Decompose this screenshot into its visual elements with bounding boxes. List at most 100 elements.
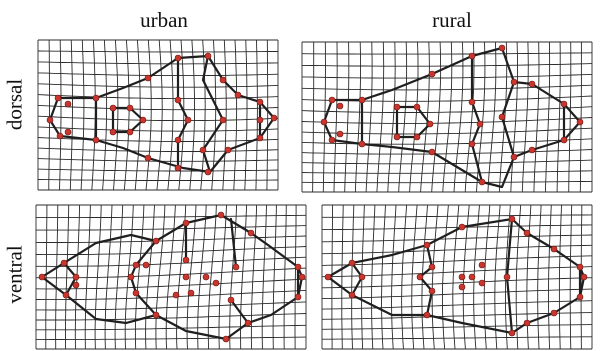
grid-line-vertical [548, 204, 552, 350]
landmark-dot [498, 113, 506, 121]
landmark-dot [187, 289, 195, 297]
landmark-dot [393, 133, 401, 141]
grid-line-horizontal [36, 225, 307, 231]
landmark-dot [174, 136, 182, 144]
landmark-dot [336, 102, 344, 110]
grid-line-vertical [266, 39, 269, 191]
landmark-dot [109, 128, 117, 136]
grid-line-vertical [189, 39, 195, 191]
landmark-dot [227, 296, 235, 304]
landmark-dot [152, 311, 160, 319]
landmark-dot [182, 219, 190, 227]
grid-line-vertical [65, 204, 70, 350]
grid-line-vertical [312, 42, 315, 193]
grid-line-horizontal [321, 288, 593, 300]
grid-line-vertical [94, 204, 102, 350]
landmark-dot [64, 128, 72, 136]
grid-line-horizontal [321, 300, 593, 310]
grid-line-vertical [537, 204, 542, 350]
grid-line-vertical [283, 204, 287, 350]
panel-rural-dorsal [301, 41, 593, 193]
grid-line-horizontal [36, 324, 307, 331]
panel-rural-ventral [321, 204, 593, 350]
landmark-dot [358, 96, 366, 104]
grid-line-horizontal [321, 244, 593, 255]
landmark-dot [328, 136, 336, 144]
grid-line-vertical [331, 204, 334, 349]
grid-line-vertical [510, 41, 518, 193]
landmark-dot [232, 263, 240, 271]
landmark-dot [92, 136, 100, 144]
landmark-dot [244, 319, 252, 327]
landmark-dot [503, 273, 511, 281]
grid-line-vertical [409, 41, 419, 193]
landmark-dot [199, 146, 207, 154]
landmark-dot [428, 263, 436, 271]
grid-line-vertical [113, 39, 119, 191]
column-label-urban: urban [140, 8, 188, 32]
landmark-dot [64, 100, 72, 108]
landmark-dot [328, 96, 336, 104]
grid-line-horizontal [322, 214, 593, 218]
grid-line-horizontal [301, 117, 593, 124]
row-label-ventral: ventral [2, 245, 27, 304]
grid-line-vertical [45, 205, 48, 349]
grid-line-horizontal [36, 301, 307, 311]
grid-line-horizontal [301, 106, 593, 113]
grid-line-horizontal [321, 312, 593, 320]
landmark-dot [204, 52, 212, 60]
grid-line-horizontal [321, 255, 593, 266]
landmark-dot [132, 289, 140, 297]
landmark-dot [576, 263, 584, 271]
grid-line-horizontal [36, 313, 307, 321]
landmark-dot [132, 261, 140, 269]
landmark-dot [56, 132, 64, 140]
landmark-dot [46, 116, 54, 124]
grid-line-vertical [218, 204, 227, 350]
grid-line-horizontal [35, 235, 307, 243]
row-label-dorsal: dorsal [2, 78, 27, 131]
landmark-dot [219, 76, 227, 84]
grid-line-vertical [102, 39, 108, 191]
landmark-dot [152, 237, 160, 245]
grid-line-horizontal [35, 278, 307, 290]
landmark-dot [523, 319, 531, 327]
landmark-dot [294, 263, 302, 271]
deformation-grid [321, 204, 593, 350]
grid-line-horizontal [37, 50, 278, 53]
deformation-grid [37, 39, 279, 191]
landmarks [38, 211, 306, 343]
landmark-dot [560, 136, 568, 144]
grid-line-vertical [134, 204, 145, 350]
grid-line-vertical [401, 204, 408, 350]
grid-line-vertical [441, 204, 449, 350]
grid-line-vertical [261, 204, 267, 350]
landmark-dot [174, 54, 182, 62]
landmark-dot [60, 259, 68, 267]
grid-line-vertical [145, 204, 155, 350]
landmark-dot [270, 114, 278, 122]
landmark-dot [478, 261, 486, 269]
grid-line-vertical [244, 39, 248, 191]
landmark-dot [298, 273, 306, 281]
grid-line-vertical [494, 204, 501, 350]
grid-line-horizontal [37, 72, 279, 77]
grid-line-horizontal [36, 336, 307, 340]
grid-line-horizontal [37, 61, 279, 65]
landmark-dot [109, 104, 117, 112]
landmark-dot [184, 116, 192, 124]
landmark-dot [423, 241, 431, 249]
grid-line-horizontal [321, 234, 593, 243]
landmark-dot [217, 211, 225, 219]
landmark-dot [423, 311, 431, 319]
grid-line-horizontal [322, 336, 592, 340]
landmark-dot [182, 273, 190, 281]
landmarks [320, 44, 584, 186]
grid-line-vertical [155, 204, 166, 350]
landmark-dot [358, 140, 366, 148]
grid-line-horizontal [301, 84, 593, 91]
grid-line-vertical [365, 41, 373, 193]
landmark-dot [224, 146, 232, 154]
grid-line-horizontal [321, 266, 593, 278]
landmark-dot [144, 74, 152, 82]
